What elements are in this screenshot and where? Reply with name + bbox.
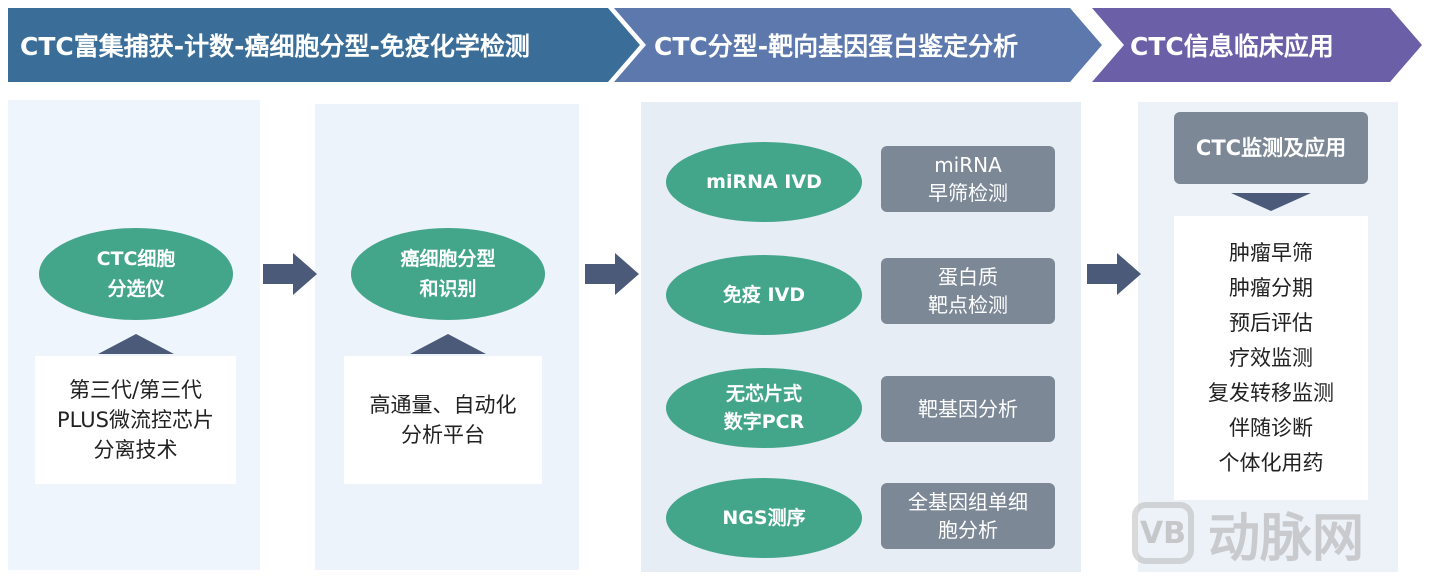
down-triangle-icon — [1231, 193, 1311, 211]
ellipse-line: 分选仪 — [107, 278, 165, 300]
box-line: 靶基因分析 — [918, 397, 1018, 421]
list-item: 肿瘤分期 — [1229, 275, 1313, 300]
ellipse-line: NGS测序 — [722, 507, 806, 529]
ellipse-line: 和识别 — [419, 278, 477, 300]
right-arrow-icon — [263, 253, 317, 295]
box-single-cell: 全基因组单细 胞分析 — [881, 483, 1055, 549]
box-line: PLUS微流控芯片 — [56, 408, 215, 432]
list-item: 个体化用药 — [1218, 450, 1324, 475]
box-line: 靶点检测 — [928, 293, 1008, 317]
box-line: 胞分析 — [938, 518, 998, 542]
vb-logo-icon: VB — [1132, 502, 1194, 564]
up-triangle-icon — [98, 334, 174, 354]
ellipse-ctc-sorter: CTC细胞 分选仪 — [39, 228, 233, 320]
box-line: 早筛检测 — [928, 181, 1008, 205]
box-line: 分离技术 — [93, 438, 178, 462]
list-item: 伴随诊断 — [1229, 415, 1313, 440]
list-item: 疗效监测 — [1229, 345, 1313, 370]
ellipse-line: miRNA IVD — [706, 171, 822, 193]
ellipse-cancer-typing: 癌细胞分型 和识别 — [351, 228, 545, 320]
ellipse-line: CTC细胞 — [96, 248, 176, 270]
header-step-1: CTC富集捕获-计数-癌细胞分型-免疫化学检测 — [8, 8, 640, 82]
header-step-2: CTC分型-靶向基因蛋白鉴定分析 — [614, 8, 1102, 82]
right-arrow-icon — [1087, 253, 1141, 295]
list-item: 复发转移监测 — [1208, 380, 1334, 405]
ellipse-ngs: NGS测序 — [666, 478, 862, 558]
box-mirna-screening: miRNA 早筛检测 — [881, 146, 1055, 212]
box-line: 分析平台 — [401, 423, 485, 447]
box-line: 全基因组单细 — [908, 490, 1028, 514]
ellipse-immuno-ivd: 免疫 IVD — [666, 255, 862, 335]
right-arrow-icon — [585, 253, 639, 295]
ellipse-line: 免疫 IVD — [722, 284, 806, 306]
box-line: 高通量、自动化 — [369, 393, 517, 417]
ellipse-digital-pcr: 无芯片式 数字PCR — [666, 368, 862, 448]
up-triangle-icon — [410, 334, 486, 354]
box-microfluidic-tech: 第三代/第三代 PLUS微流控芯片 分离技术 — [35, 356, 236, 484]
vb-logo-text: VB — [1139, 515, 1187, 551]
applications-list: 肿瘤早筛 肿瘤分期 预后评估 疗效监测 复发转移监测 伴随诊断 个体化用药 — [1174, 216, 1368, 500]
ellipse-line: 数字PCR — [723, 411, 805, 433]
box-protein-target: 蛋白质 靶点检测 — [881, 258, 1055, 324]
box-automation-platform: 高通量、自动化 分析平台 — [344, 356, 542, 484]
box-target-gene: 靶基因分析 — [881, 376, 1055, 442]
watermark-text: 动脉网 — [1208, 508, 1365, 569]
list-item: 预后评估 — [1229, 310, 1313, 335]
box-line: miRNA — [934, 153, 1002, 177]
box-line: 第三代/第三代 — [68, 378, 203, 402]
header-step-3: CTC信息临床应用 — [1092, 8, 1422, 82]
ellipse-line: 癌细胞分型 — [400, 248, 496, 270]
box-line: 蛋白质 — [938, 265, 998, 289]
ellipse-line: 无芯片式 — [725, 383, 802, 405]
header-step-2-label: CTC分型-靶向基因蛋白鉴定分析 — [654, 32, 1019, 61]
ellipse-mirna-ivd: miRNA IVD — [666, 142, 862, 222]
box-ctc-monitoring: CTC监测及应用 — [1174, 112, 1368, 184]
watermark: VB 动脉网 — [1132, 498, 1365, 569]
list-item: 肿瘤早筛 — [1229, 240, 1313, 265]
header-step-1-label: CTC富集捕获-计数-癌细胞分型-免疫化学检测 — [20, 32, 530, 61]
box-title: CTC监测及应用 — [1195, 136, 1347, 160]
header-step-3-label: CTC信息临床应用 — [1130, 32, 1334, 61]
